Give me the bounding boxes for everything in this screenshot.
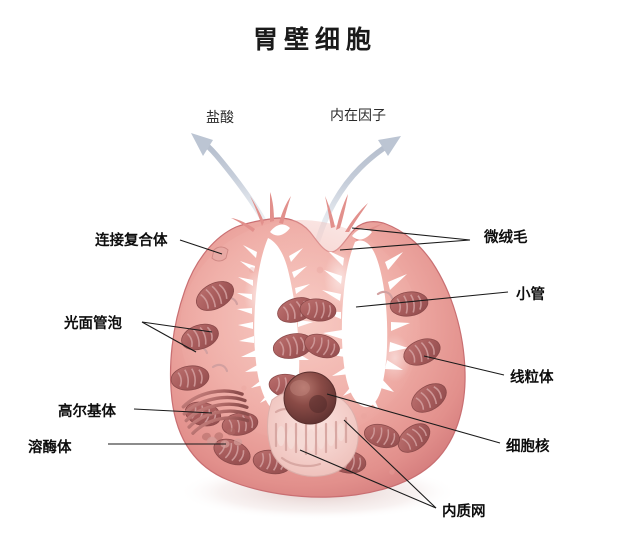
microvilli <box>231 192 384 241</box>
label-hydrochloric-acid: 盐酸 <box>206 109 234 125</box>
secretion-arrow-hydrochloric-acid <box>191 133 271 231</box>
leader-er-b <box>299 449 437 509</box>
leader-lines <box>108 227 509 509</box>
leader-mitochondria <box>423 355 505 376</box>
lysosome <box>207 436 243 448</box>
nucleus <box>283 371 337 425</box>
page-title: 胃壁细胞 <box>252 26 377 54</box>
label-mitochondria: 线粒体 <box>510 370 554 386</box>
leader-er-a <box>343 419 437 509</box>
leader-microvilli-b <box>339 239 471 251</box>
leader-microvilli-a <box>351 227 471 241</box>
golgi-apparatus <box>181 389 250 441</box>
leader-canaliculus <box>355 291 509 308</box>
leader-nucleus <box>326 393 501 444</box>
leader-golgi <box>133 408 213 414</box>
label-junctional-complex: 连接复合体 <box>95 233 168 249</box>
leader-tubulovesicles-a <box>141 321 213 333</box>
junctional-complex <box>211 246 229 262</box>
leader-junctional-complex <box>179 239 223 255</box>
label-intrinsic-factor: 内在因子 <box>330 107 386 123</box>
label-lysosome: 溶酶体 <box>28 440 72 456</box>
label-golgi-apparatus: 高尔基体 <box>58 404 116 420</box>
label-smooth-tubulovesicles: 光面管泡 <box>64 316 122 332</box>
leader-tubulovesicles-b <box>141 321 197 353</box>
label-microvilli: 微绒毛 <box>484 230 528 246</box>
secretion-arrow-intrinsic-factor <box>315 136 401 243</box>
label-nucleus: 细胞核 <box>506 439 550 455</box>
label-canaliculus: 小管 <box>516 287 545 303</box>
label-endoplasmic-reticulum: 内质网 <box>442 504 486 520</box>
